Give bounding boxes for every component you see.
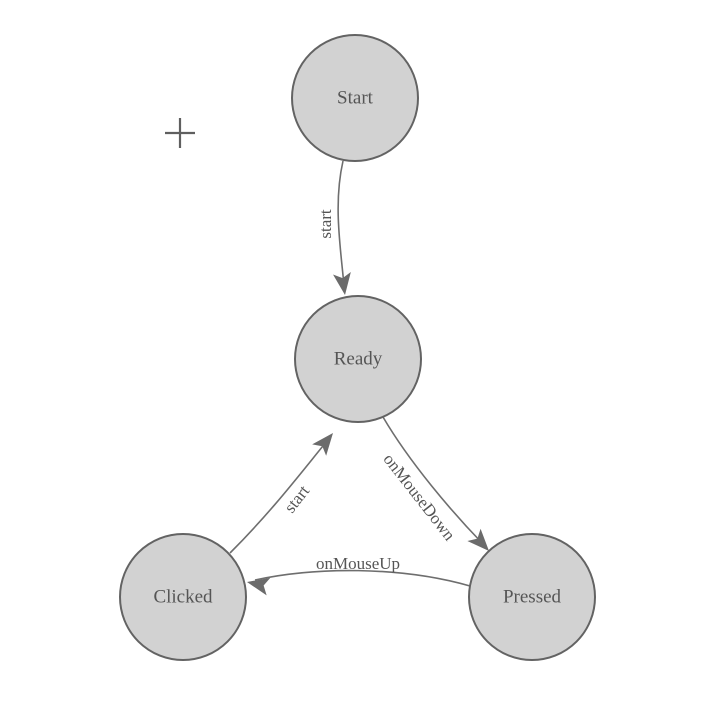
edge-ready-to-pressed[interactable]: onMouseDown [379,416,495,557]
node-circle-start[interactable] [291,34,419,162]
canvas-crosshair-icon [165,118,195,148]
edge-line-pressed-to-clicked [254,569,471,587]
node-label-ready: Ready [334,348,383,369]
arrowhead-ready-to-pressed [467,528,489,551]
edge-start-to-ready[interactable]: start [316,160,354,296]
state-node-start[interactable]: Start [291,34,419,162]
state-node-clicked[interactable]: Clicked [119,533,247,661]
arrowhead-pressed-to-clicked [247,577,271,596]
edge-label-start-to-ready: start [316,209,335,239]
edge-line-ready-to-pressed [382,416,484,545]
edge-pressed-to-clicked[interactable]: onMouseUp [245,554,471,596]
node-circle-pressed[interactable] [468,533,596,661]
node-label-pressed: Pressed [503,586,562,607]
arrowhead-start-to-ready [333,271,351,295]
node-circle-clicked[interactable] [119,533,247,661]
edge-line-clicked-to-ready [229,440,328,554]
node-label-start: Start [337,87,374,108]
node-circle-ready[interactable] [294,295,422,423]
node-label-clicked: Clicked [153,586,213,607]
edge-label-pressed-to-clicked: onMouseUp [316,554,400,573]
state-node-pressed[interactable]: Pressed [468,533,596,661]
edge-label-ready-to-pressed: onMouseDown [379,450,459,545]
edge-line-start-to-ready [337,160,345,287]
edge-label-clicked-to-ready: start [280,481,313,516]
state-node-ready[interactable]: Ready [294,295,422,423]
overlay-layer [165,118,195,148]
edge-clicked-to-ready[interactable]: start [229,427,340,554]
arrowhead-clicked-to-ready [312,433,333,456]
